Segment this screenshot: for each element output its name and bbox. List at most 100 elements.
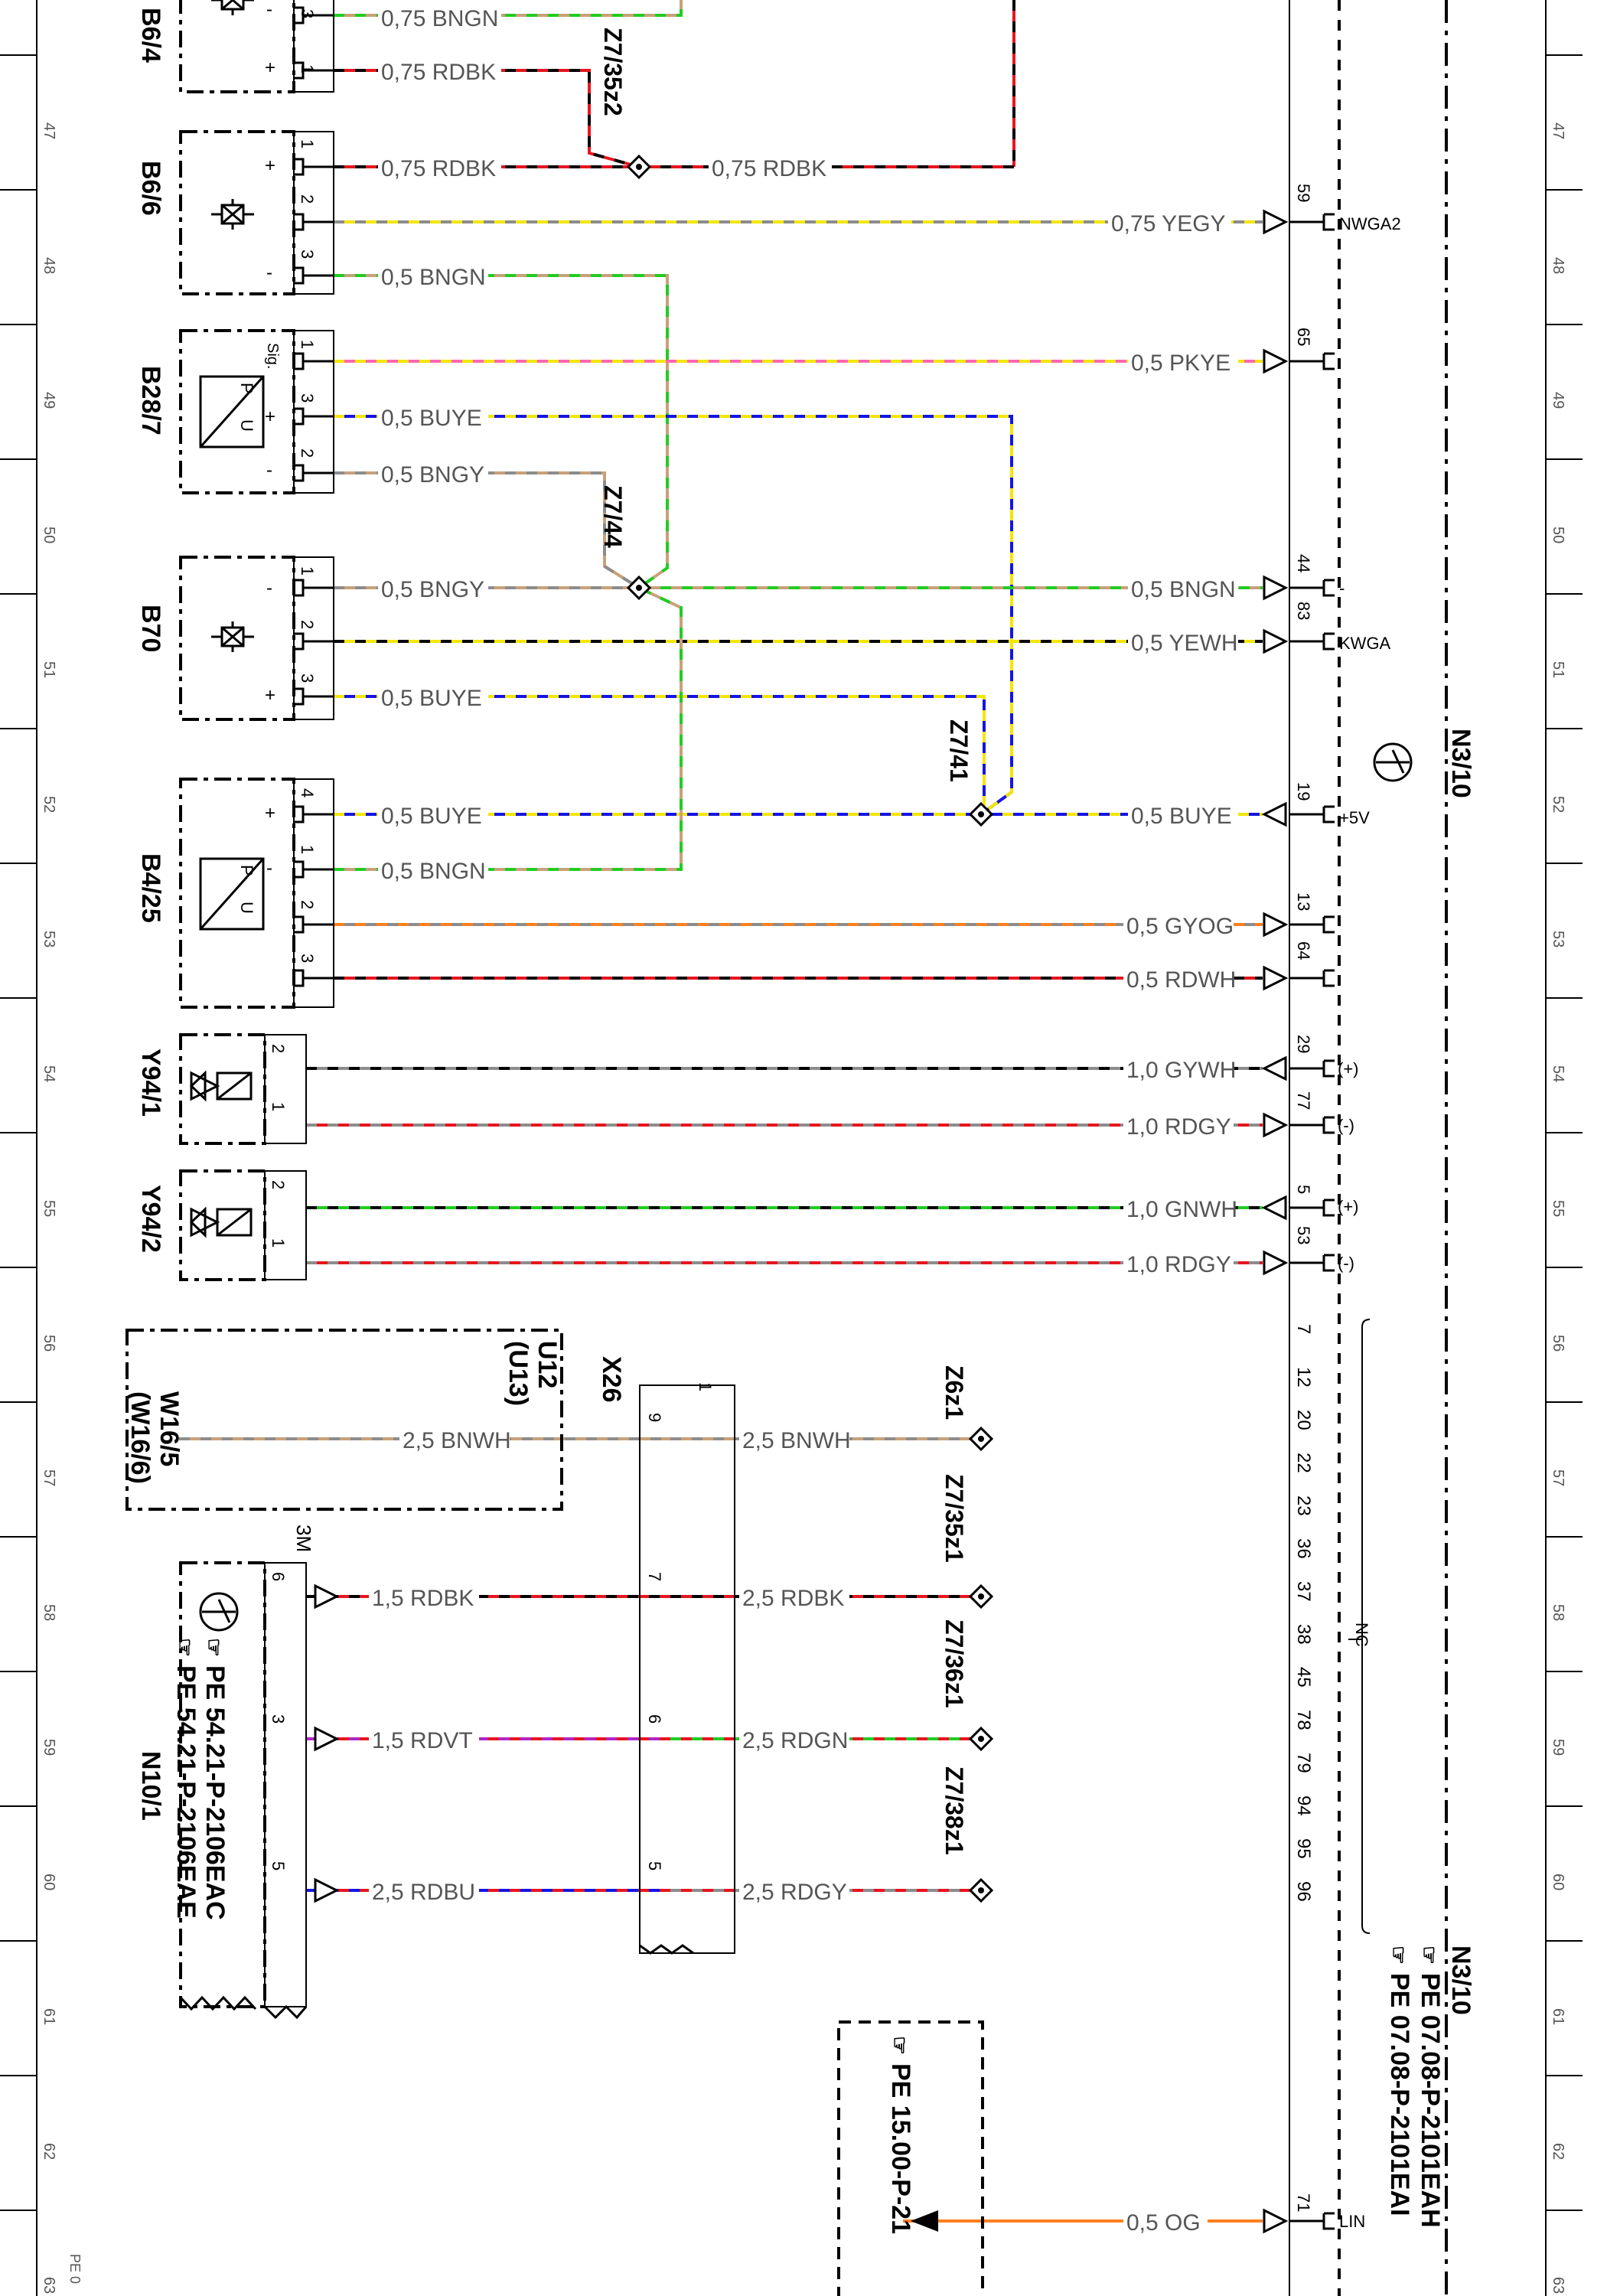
pin-functions: NWGA2 - KWGA +5V (+) (-) (+) (-) LIN NC … <box>292 214 1401 2231</box>
wire-label: 1,0 GNWH <box>1126 1197 1237 1222</box>
polarity: + <box>265 685 275 706</box>
wire-label: 2,5 RDGN <box>742 1728 848 1753</box>
component-pin <box>294 464 334 482</box>
component-pin <box>294 6 334 24</box>
terminal-arrow <box>1261 1195 1287 1221</box>
wire-stripe-w8 <box>334 471 641 589</box>
right-ruler <box>1545 0 1583 2296</box>
wire-label-bg <box>739 1728 849 1753</box>
hand-icon: ☞ <box>202 1638 226 1657</box>
ruler-num: 59 <box>41 1739 57 1756</box>
wire-label: 0,75 RDBK <box>712 156 826 181</box>
output-arrow <box>314 1726 340 1752</box>
connector-outlines <box>264 0 735 2007</box>
ref-link[interactable]: PE 15.00-P-21 <box>886 2063 915 2234</box>
wires-layer <box>179 0 1263 2223</box>
wire-label-bg <box>378 686 488 710</box>
terminal-pin <box>1289 915 1335 934</box>
nc-pin: 37 <box>1293 1581 1314 1602</box>
wire-label: 0,5 BNGN <box>381 859 486 884</box>
pin-num: 3 <box>298 393 317 403</box>
wire-label-bg <box>739 1428 849 1453</box>
pin-num: 2 <box>298 900 317 909</box>
output-arrow <box>314 1583 340 1609</box>
pressure-u-label: U <box>237 419 256 432</box>
sensor-text: P U P U <box>237 383 256 914</box>
nc-pin: 23 <box>1293 1495 1314 1516</box>
ruler-num: 53 <box>41 931 57 947</box>
wire-stripe-w5 <box>334 274 669 589</box>
left-ruler <box>0 0 37 2296</box>
b64-box <box>179 0 295 93</box>
terminal-arrow <box>1261 1055 1287 1081</box>
ruler-num: 55 <box>41 1200 57 1217</box>
ruler-num: 54 <box>1550 1065 1566 1082</box>
pin-num: 6 <box>645 1714 664 1724</box>
valve-icon <box>189 1070 253 1102</box>
wire-stripe-w13 <box>334 586 683 871</box>
wire-label: 0,5 YEWH <box>1131 631 1238 656</box>
wire-label: 1,5 RDVT <box>372 1728 473 1753</box>
component-pin <box>294 266 334 285</box>
wire-label-bg <box>1123 967 1234 992</box>
component-label: W16/5 <box>155 1391 184 1466</box>
wire-label: 0,75 RDBK <box>381 60 496 85</box>
pin-num: 1 <box>298 64 317 73</box>
pressure-sensor-icon <box>199 375 265 448</box>
wire-label-bg <box>1128 804 1238 828</box>
wire-label: 0,75 RDBK <box>381 156 496 181</box>
wire-label: 0,75 BNGN <box>381 6 498 31</box>
pin-func: KWGA <box>1339 634 1391 653</box>
ruler-num: 63 <box>1550 2277 1566 2294</box>
component-label: X26 <box>597 1356 626 1403</box>
nc-pin: 20 <box>1293 1410 1314 1430</box>
wire-label-bg <box>369 1586 479 1610</box>
terminal-arrow <box>1263 912 1289 938</box>
wire-label: 0,5 OG <box>1126 2210 1201 2236</box>
ruler-num: 51 <box>41 661 57 678</box>
pin-func: (-) <box>1338 1254 1354 1273</box>
terminal-arrow <box>1263 965 1289 991</box>
ruler-num: 58 <box>41 1604 57 1621</box>
ref-link[interactable]: PE 07.08-P-2101EAI <box>1385 1973 1414 2216</box>
nc-pin: 45 <box>1293 1667 1314 1688</box>
wire-label: 0,5 BUYE <box>381 406 482 431</box>
pin-num: 6 <box>269 1572 288 1581</box>
ref-link[interactable]: PE 54.21-P-2106EAC <box>200 1665 230 1920</box>
terminal-pin <box>1289 213 1335 231</box>
component-pin <box>294 805 334 823</box>
pin-num: 1 <box>298 566 317 576</box>
pin-num: 1 <box>298 139 317 148</box>
wire-label: 0,5 BNGN <box>1131 577 1236 602</box>
pin-num: 2 <box>298 620 317 629</box>
component-label: (U13) <box>504 1341 533 1406</box>
ruler-num: 59 <box>1550 1739 1566 1756</box>
pin-num: 44 <box>1294 554 1313 572</box>
pin-num: 7 <box>645 1572 664 1581</box>
polarity: - <box>266 460 272 481</box>
sensor-icon <box>211 0 254 15</box>
nc-pin: 94 <box>1293 1795 1314 1816</box>
hand-icon: ☞ <box>173 1638 197 1657</box>
component-pin <box>294 158 334 176</box>
terminal-pin <box>1289 352 1335 370</box>
splice-dot <box>978 811 984 817</box>
pin-num: 2 <box>269 1180 288 1189</box>
ref-link[interactable]: PE 54.21-P-2106EAE <box>171 1665 200 1919</box>
terminal-arrow <box>1263 348 1289 374</box>
pin-num: 3 <box>298 249 317 259</box>
pressure-sensor-icon <box>199 857 265 931</box>
wire-label-bg <box>378 60 501 84</box>
terminal-arrow <box>1263 628 1289 654</box>
ruler-num: 52 <box>41 796 57 813</box>
ruler-num: 56 <box>1550 1335 1566 1352</box>
splice-label: Z7/41 <box>945 719 973 782</box>
wire-label-bg <box>378 859 488 883</box>
component-label: B6/6 <box>136 161 165 216</box>
ref-link[interactable]: PE 07.08-P-2101EAH <box>1416 1973 1445 2228</box>
ruler-labels: 47 48 49 50 51 52 53 54 55 56 57 58 59 6… <box>41 122 1566 2294</box>
wire-label-bg <box>709 156 832 181</box>
wire-label-bg <box>739 1880 849 1904</box>
splice-dot <box>636 585 642 591</box>
